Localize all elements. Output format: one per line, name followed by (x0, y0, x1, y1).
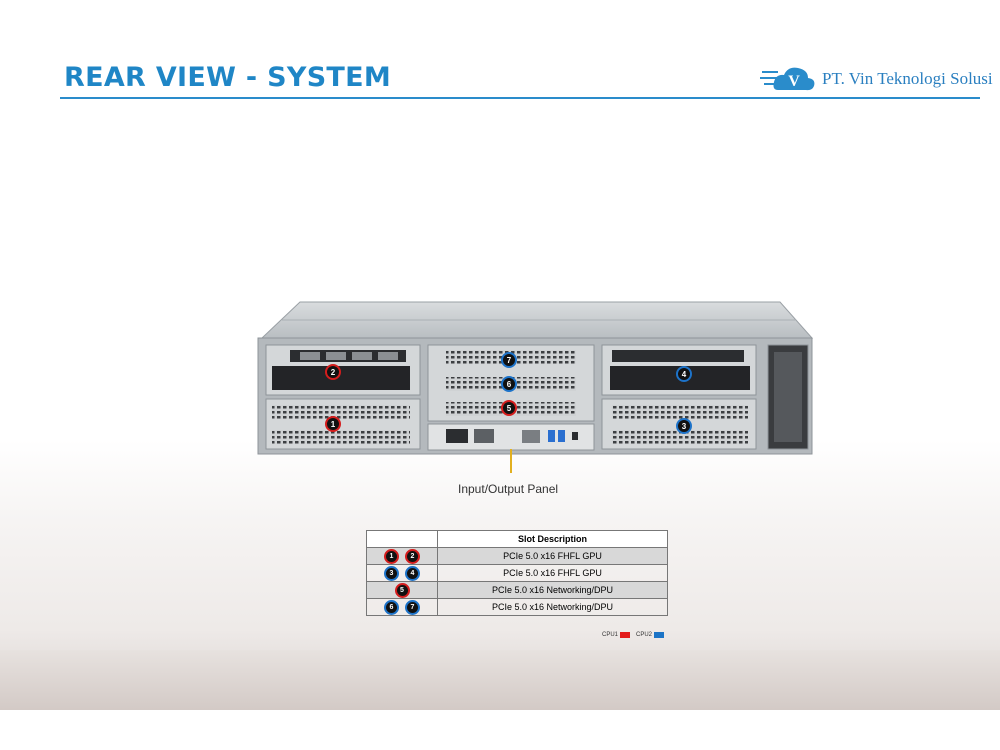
slot-marker: 1 (325, 416, 341, 432)
cloud-logo-icon: V (760, 67, 815, 91)
slot-desc: PCIe 5.0 x16 Networking/DPU (437, 581, 668, 599)
io-panel-caption: Input/Output Panel (458, 482, 559, 496)
slot-badge: 1 (384, 548, 399, 564)
table-header-blank (366, 530, 438, 548)
slot-badge: 6 (384, 599, 399, 615)
slot-marker: 2 (325, 364, 341, 380)
table-row: 5 PCIe 5.0 x16 Networking/DPU (366, 581, 668, 599)
slot-badge: 5 (394, 582, 410, 598)
company-logo: V PT. Vin Teknologi Solusi (760, 62, 993, 96)
slot-badge: 7 (405, 599, 420, 615)
slot-marker: 6 (501, 376, 517, 392)
slot-marker: 7 (501, 352, 517, 368)
cpu2-swatch (654, 632, 665, 638)
svg-text:1: 1 (331, 420, 336, 429)
slot-marker: 3 (676, 418, 692, 434)
slot-desc: PCIe 5.0 x16 FHFL GPU (437, 547, 668, 565)
svg-text:3: 3 (682, 422, 687, 431)
svg-text:7: 7 (507, 356, 512, 365)
svg-text:6: 6 (507, 380, 512, 389)
slot-desc: PCIe 5.0 x16 FHFL GPU (437, 564, 668, 582)
cpu-legend: CPU1 CPU2 (602, 632, 670, 638)
slot-marker: 5 (501, 400, 517, 416)
cpu1-swatch (620, 632, 631, 638)
io-pointer-line (510, 449, 512, 473)
table-header: Slot Description (437, 530, 668, 548)
svg-text:V: V (788, 73, 800, 90)
company-name: PT. Vin Teknologi Solusi (822, 69, 993, 88)
slot-badge: 4 (405, 565, 420, 581)
svg-text:4: 4 (682, 370, 687, 379)
cpu1-label: CPU1 (602, 632, 619, 638)
cpu2-label: CPU2 (636, 632, 653, 638)
svg-text:2: 2 (331, 368, 336, 377)
table-edge (0, 650, 1000, 710)
svg-text:5: 5 (507, 404, 512, 413)
slot-marker: 4 (676, 366, 692, 382)
server-rear-view: 2 1 7 6 5 4 3 (257, 301, 814, 455)
slot-badge: 2 (405, 548, 420, 564)
slot-desc: PCIe 5.0 x16 Networking/DPU (437, 598, 668, 616)
title-underline (60, 97, 980, 99)
slot-badge: 3 (384, 565, 399, 581)
page-title: REAR VIEW - SYSTEM (64, 62, 392, 93)
